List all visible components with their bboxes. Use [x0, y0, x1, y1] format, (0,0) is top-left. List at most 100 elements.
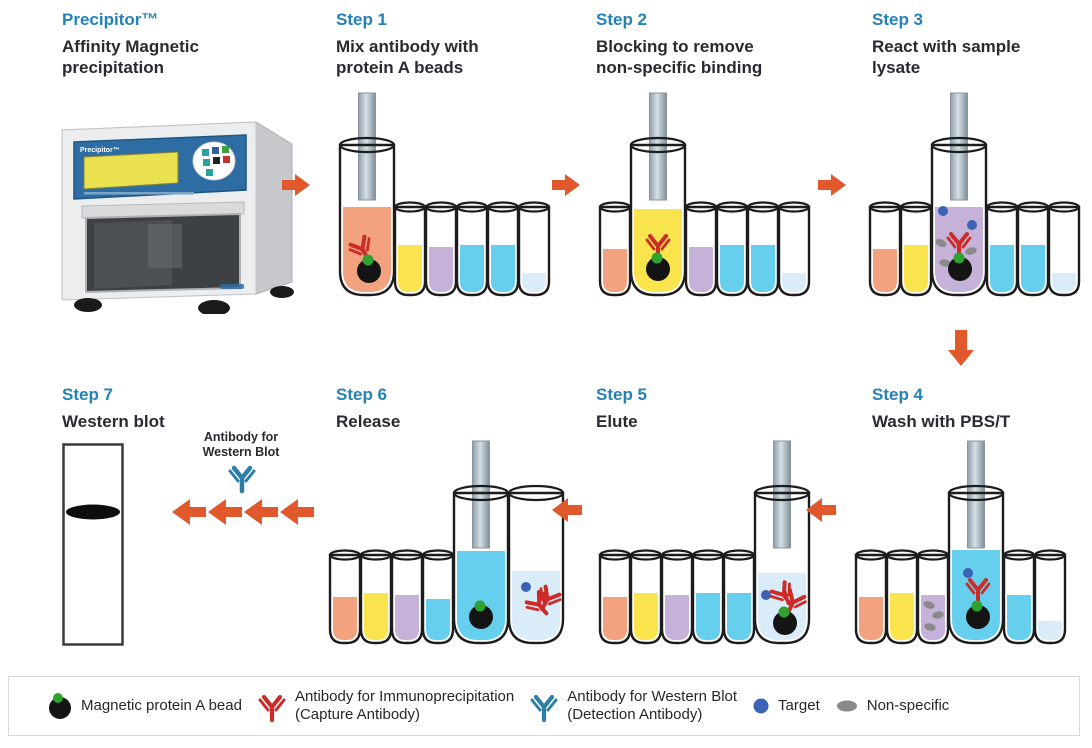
legend-item-detection-antibody: Antibody for Western Blot (Detection Ant…	[529, 688, 737, 724]
step5-label: Step 5	[596, 385, 648, 404]
step2-heading: Step 2 Blocking to remove non-specific b…	[596, 10, 786, 78]
magnetic-rod-icon	[950, 92, 968, 201]
device-foot	[74, 298, 102, 312]
target-icon	[963, 568, 973, 578]
step1-title: Mix antibody with protein A beads	[336, 37, 479, 77]
step2-label: Step 2	[596, 10, 648, 29]
target-icon	[761, 590, 771, 600]
intro-title: Affinity Magnetic precipitation	[62, 37, 199, 77]
step1-label: Step 1	[336, 10, 388, 29]
legend-sublabel: (Detection Antibody)	[567, 706, 703, 723]
legend-text-block: Antibody for Western Blot (Detection Ant…	[567, 688, 737, 724]
capture-antibody-icon	[784, 588, 807, 615]
non-specific-icon	[939, 259, 951, 267]
arrow-left-step4-to-step5-icon	[806, 498, 836, 522]
legend: Magnetic protein A bead Antibody for Imm…	[8, 676, 1080, 736]
detection-antibody-icon	[228, 465, 256, 494]
step2-title: Blocking to remove non-specific binding	[596, 37, 763, 77]
bead-green-cap-icon	[651, 252, 663, 264]
device-side-face	[255, 121, 293, 295]
capture-antibody-icon	[539, 584, 562, 611]
capture-antibody-icon	[965, 578, 991, 603]
device-panel-text-line	[84, 192, 194, 195]
gel-band	[66, 504, 120, 520]
target-icon	[753, 698, 769, 714]
keypad-button	[213, 157, 220, 164]
keypad-button	[203, 159, 210, 166]
legend-label: Magnetic protein A bead	[81, 697, 242, 714]
magnetic-bead-icon	[966, 605, 990, 629]
capture-antibody-icon	[258, 694, 286, 723]
step7-heading: Step 7 Western blot	[62, 385, 252, 432]
arrow-left-step5-to-step6-icon	[552, 498, 582, 522]
magnetic-rod-icon	[773, 440, 791, 549]
step6-label: Step 6	[336, 385, 388, 404]
magnetic-bead-icon	[646, 257, 670, 281]
device-panel-label: Precipitor™	[80, 147, 120, 154]
non-specific-icon	[924, 623, 936, 631]
magnetic-rod-icon	[358, 92, 376, 201]
magnetic-bead-icon	[469, 605, 493, 629]
gel-lane	[62, 443, 124, 646]
step5-illustration	[598, 440, 811, 645]
non-specific-icon	[932, 611, 944, 619]
target-icon	[938, 206, 948, 216]
step4-heading: Step 4 Wash with PBS/T	[872, 385, 1062, 432]
step4-label: Step 4	[872, 385, 924, 404]
step1-illustration	[338, 92, 551, 297]
legend-label: Antibody for Western Blot	[567, 688, 738, 705]
step5-heading: Step 5 Elute	[596, 385, 786, 432]
step6-title: Release	[336, 412, 401, 431]
legend-item-target: Target	[752, 697, 820, 715]
legend-item-bead: Magnetic protein A bead	[47, 691, 242, 721]
step7-title: Western blot	[62, 412, 165, 431]
step5-title: Elute	[596, 412, 638, 431]
step2-illustration	[598, 92, 811, 297]
arrow-right-step2-to-step3-icon	[818, 174, 846, 196]
step3-title: React with sample lysate	[872, 37, 1021, 77]
magnetic-rod-icon	[649, 92, 667, 201]
western-blot-gel	[62, 443, 124, 646]
bead-green-cap-icon	[971, 600, 983, 612]
step4-title: Wash with PBS/T	[872, 412, 1011, 431]
non-specific-icon	[935, 238, 947, 248]
magnetic-rod-icon	[967, 440, 985, 549]
device-foot	[270, 286, 294, 298]
target-icon	[967, 220, 977, 230]
device-foot	[198, 300, 230, 314]
keypad-button	[222, 146, 229, 153]
arrow-right-device-to-step1-icon	[282, 174, 310, 196]
step6-heading: Step 6 Release	[336, 385, 526, 432]
magnetic-bead-icon	[357, 259, 381, 283]
step4-illustration	[854, 440, 1067, 645]
non-specific-icon	[965, 247, 977, 255]
legend-item-nonspecific: Non-specific	[835, 697, 949, 715]
arrow-down-step3-to-step4-icon	[948, 330, 974, 366]
non-specific-icon	[836, 700, 857, 712]
chamber-mechanism	[148, 224, 182, 268]
step3-illustration	[868, 92, 1081, 297]
non-specific-icon	[923, 601, 935, 609]
precipitor-instrument-image: Precipitor™	[60, 121, 294, 314]
magnetic-rod-icon	[472, 440, 490, 549]
intro-heading: Precipitor™ Affinity Magnetic precipitat…	[62, 10, 232, 78]
western-blot-antibody-label: Antibody for Western Blot	[202, 430, 280, 459]
device-lcd-screen	[83, 151, 179, 190]
bead-green-cap-icon	[474, 600, 486, 612]
step6-illustration	[328, 440, 565, 645]
legend-text-block: Antibody for Immunoprecipitation (Captur…	[295, 688, 514, 724]
device-logo	[220, 284, 244, 289]
target-icon	[521, 582, 531, 592]
step1-heading: Step 1 Mix antibody with protein A beads	[336, 10, 526, 78]
legend-label: Target	[778, 697, 820, 714]
product-name: Precipitor™	[62, 10, 159, 29]
step7-label: Step 7	[62, 385, 114, 404]
legend-label: Antibody for Immunoprecipitation	[294, 688, 515, 705]
bead-green-cap-icon	[362, 254, 374, 266]
arrows-left-to-western-blot-icon	[172, 499, 314, 525]
magnetic-bead-icon	[49, 693, 71, 719]
keypad-button	[223, 156, 230, 163]
legend-item-capture-antibody: Antibody for Immunoprecipitation (Captur…	[257, 688, 514, 724]
step3-label: Step 3	[872, 10, 924, 29]
